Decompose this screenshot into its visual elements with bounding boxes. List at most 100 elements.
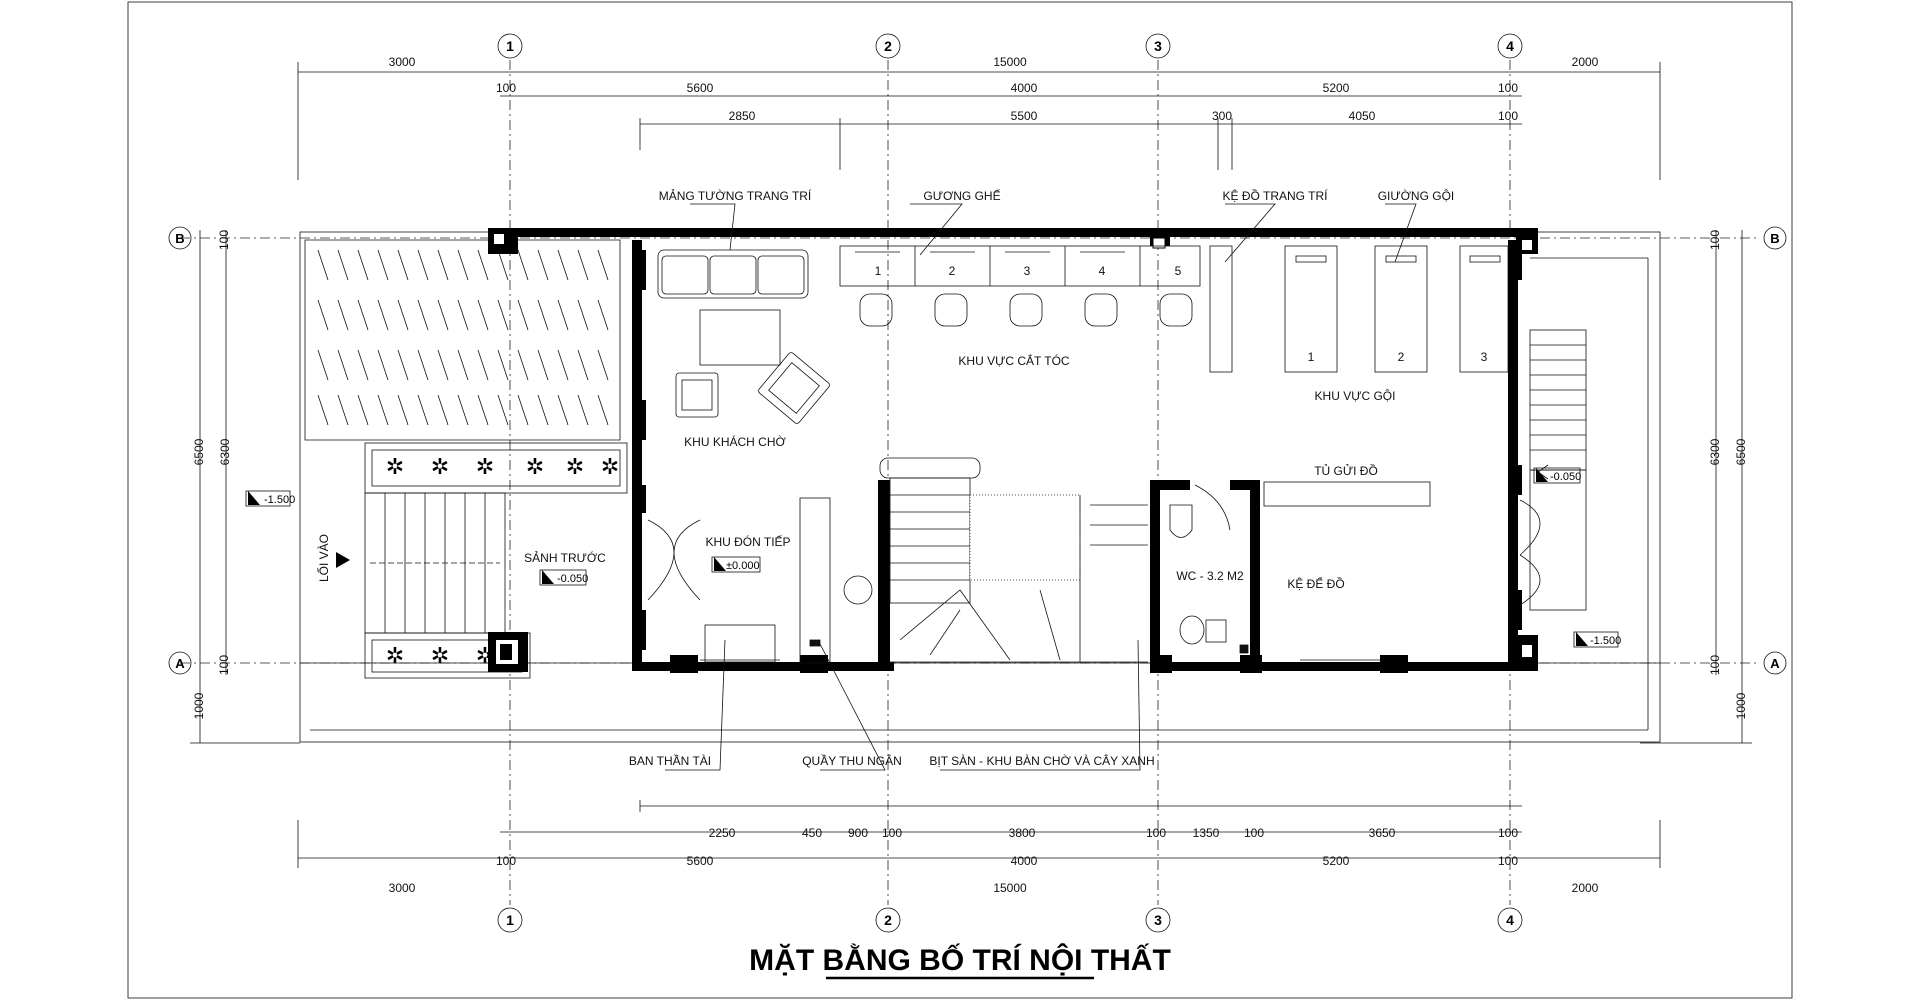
dim-bot1-2250: 2250 [709,826,736,840]
axis-bubble-1-top: 1 [497,33,523,59]
svg-text:✲: ✲ [431,454,449,479]
dim-top-3000: 3000 [389,55,416,69]
svg-text:4: 4 [1506,912,1514,928]
level-marker-sanh: -0.050 [539,569,588,586]
svg-text:3: 3 [1154,912,1162,928]
dim-left-100a: 100 [217,230,231,250]
cutting-chairs [859,293,1193,327]
locker-cabinet [1263,481,1431,507]
svg-text:4: 4 [1506,38,1514,54]
dim-bot2-5600: 5600 [687,854,714,868]
svg-text:✲: ✲ [601,454,619,479]
label-ke-do-trang-tri: KỆ ĐỒ TRANG TRÍ [1223,188,1329,203]
svg-text:1: 1 [506,912,514,928]
level-marker-right-outdoor: -1.500 [1573,631,1621,648]
label-giuong-goi: GIƯỜNG GỘI [1378,188,1455,203]
svg-text:✲: ✲ [476,454,494,479]
label-khu-don-tiep: KHU ĐÓN TIẾP [705,534,790,549]
column-marks [494,228,1532,664]
axis-bubble-B-right: B [1763,226,1787,250]
label-tu-gui-do: TỦ GỬI ĐỒ [1314,463,1378,478]
drawing-frame [127,1,1793,999]
reception-counter [704,497,873,664]
dim-bot1-3800: 3800 [1009,826,1036,840]
axis-bubble-4-bottom: 4 [1497,907,1523,933]
station-number-4: 4 [1099,264,1106,278]
station-number-2: 2 [949,264,956,278]
svg-text:-1.500: -1.500 [1590,635,1621,647]
dim-right-100a: 100 [1708,230,1722,250]
dim-bot2-100a: 100 [496,854,516,868]
axis-bubble-2-bottom: 2 [875,907,901,933]
dim-right-100b: 100 [1708,655,1722,675]
dim-top2-5600: 5600 [687,81,714,95]
bed-number-3: 3 [1481,350,1488,364]
shampoo-beds [1209,245,1509,373]
dim-bot1-100b: 100 [1146,826,1166,840]
svg-text:✲: ✲ [431,643,449,668]
dim-bot1-100a: 100 [882,826,902,840]
axis-bubble-B-left: B [168,226,192,250]
page-title: MẶT BẰNG BỐ TRÍ NỘI THẤT [749,943,1171,977]
leader-lines [665,203,1417,771]
dim-top3-100: 100 [1498,109,1518,123]
dim-bot2-5200: 5200 [1323,854,1350,868]
label-ke-de-do: KỆ ĐỂ ĐỒ [1287,576,1344,591]
dim-bot1-100c: 100 [1244,826,1264,840]
svg-text:2: 2 [884,912,892,928]
dim-right-6500: 6500 [1734,438,1748,465]
dim-bot3-15000: 15000 [993,881,1027,895]
svg-text:✲: ✲ [526,454,544,479]
dimension-lines [190,62,1752,868]
dim-left-100b: 100 [217,655,231,675]
svg-text:3: 3 [1154,38,1162,54]
dim-top3-300: 300 [1212,109,1232,123]
dim-top-15000: 15000 [993,55,1027,69]
bed-number-2: 2 [1398,350,1405,364]
entrance-steps [364,492,506,634]
label-bit-san: BỊT SÀN - KHU BÀN CHỜ VÀ CÂY XANH [929,753,1154,768]
dim-top2-100a: 100 [496,81,516,95]
dim-bot2-100b: 100 [1498,854,1518,868]
axis-bubble-1-bottom: 1 [497,907,523,933]
svg-text:2: 2 [884,38,892,54]
doors [647,484,1541,661]
mirror-counter [839,245,1201,287]
station-number-3: 3 [1024,264,1031,278]
dim-top2-4000: 4000 [1011,81,1038,95]
axis-bubble-4-top: 4 [1497,33,1523,59]
label-khu-cat-toc: KHU VỰC CẮT TÓC [958,353,1069,368]
svg-text:A: A [175,656,185,671]
waiting-sofa [657,249,830,424]
dim-bot3-3000: 3000 [389,881,416,895]
svg-text:✲: ✲ [386,454,404,479]
label-khu-goi: KHU VỰC GỘI [1315,388,1396,403]
dim-top2-5200: 5200 [1323,81,1350,95]
dim-left-6500: 6500 [192,438,206,465]
dim-top-2000: 2000 [1572,55,1599,69]
label-ban-than-tai: BAN THẦN TÀI [629,753,711,768]
dim-bot1-3650: 3650 [1369,826,1396,840]
svg-text:A: A [1770,656,1780,671]
level-marker-left-outdoor: -1.500 [245,490,295,507]
axis-bubble-2-top: 2 [875,33,901,59]
svg-text:✲: ✲ [566,454,584,479]
dim-top3-4050: 4050 [1349,109,1376,123]
dim-top3-2850: 2850 [729,109,756,123]
planter-top: ✲ ✲ ✲ ✲ ✲ ✲ [364,442,628,494]
dim-bot1-900: 900 [848,826,868,840]
svg-text:✲: ✲ [386,643,404,668]
dim-right-6300: 6300 [1708,438,1722,465]
dim-bot1-100d: 100 [1498,826,1518,840]
label-khu-khach-cho: KHU KHÁCH CHỜ [684,434,786,449]
entrance-arrow-icon [336,552,350,568]
svg-text:1: 1 [506,38,514,54]
axis-bubble-A-right: A [1763,651,1787,675]
station-number-5: 5 [1175,264,1182,278]
svg-text:B: B [175,231,184,246]
label-guong-ghe: GƯƠNG GHẾ [923,188,1000,203]
label-sanh-truoc: SẢNH TRƯỚC [524,550,606,565]
side-stairs [1529,329,1587,611]
